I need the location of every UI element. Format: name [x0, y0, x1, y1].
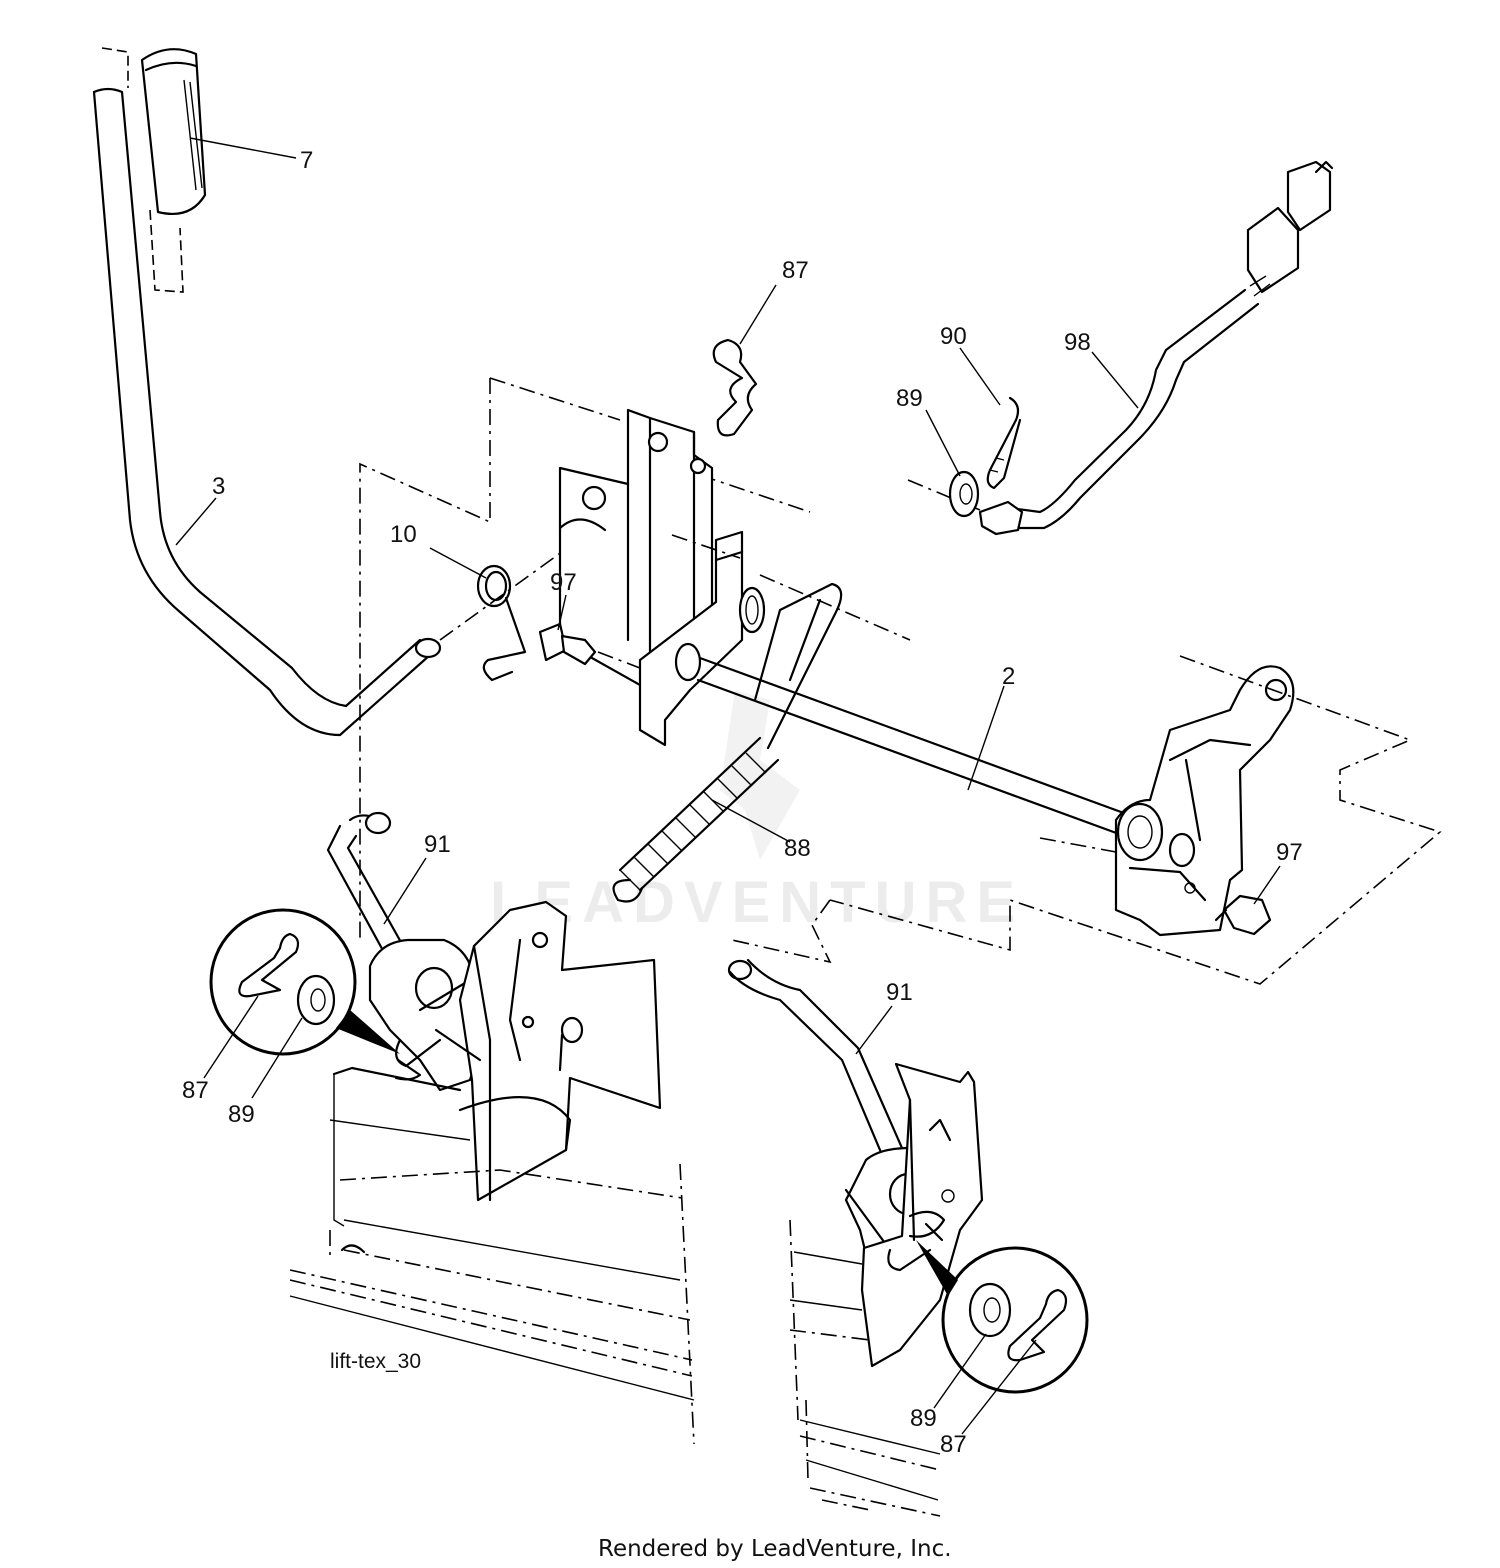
part-88-extension-spring: [612, 582, 843, 903]
part-98-link-rod: [907, 160, 1334, 536]
callout-88: 88: [784, 835, 811, 862]
callout-98: 98: [1064, 329, 1091, 356]
watermark: LEADVENTURE: [490, 690, 1024, 935]
callout-89-left: 89: [228, 1101, 255, 1128]
part-90-cotter-pin: [986, 396, 1022, 490]
callout-7: 7: [300, 147, 313, 174]
part-97-bolt-lower: [1214, 894, 1272, 936]
lift-bracket: [558, 408, 766, 747]
frame-outline-upper: [359, 377, 911, 940]
left-deck-panel: [289, 1066, 695, 1445]
callout-87-upper: 87: [782, 257, 809, 284]
callout-91-left: 91: [424, 831, 451, 858]
right-deck-panel: [789, 1219, 941, 1517]
right-bracket: [1114, 665, 1295, 937]
callout-10: 10: [390, 521, 417, 548]
watermark-text: LEADVENTURE: [490, 870, 1024, 935]
diagram-id: lift-tex_30: [330, 1350, 421, 1373]
frame-outline-lower: [731, 655, 1442, 985]
callout-89-upper: 89: [896, 385, 923, 412]
zoom-circle-left: [209, 908, 400, 1056]
part-89-washer-upper: [948, 470, 980, 518]
right-lower-assembly: [727, 958, 984, 1368]
part-87-clip-upper: [671, 338, 758, 559]
callout-87-left: 87: [182, 1077, 209, 1104]
left-lower-assembly: [326, 811, 662, 1202]
leader-lines: [175, 137, 1281, 1435]
part-3-lift-lever: [92, 87, 596, 737]
callout-3: 3: [212, 473, 225, 500]
part-97-bolt-upper: [538, 622, 641, 669]
zoom-circle-right: [916, 1240, 1089, 1394]
callout-89-right: 89: [910, 1405, 937, 1432]
callout-91-right: 91: [886, 979, 913, 1006]
callout-90: 90: [940, 323, 967, 350]
footer-credit: Rendered by LeadVenture, Inc.: [598, 1536, 952, 1562]
callout-2: 2: [1002, 663, 1015, 690]
part-10-spring: [476, 564, 527, 682]
part-2-shaft: [674, 642, 1152, 848]
callout-97-lower: 97: [1276, 839, 1303, 866]
part-7-grip: [101, 47, 207, 293]
callout-87-right: 87: [940, 1431, 967, 1458]
callout-97-upper: 97: [550, 569, 577, 596]
callout-labels: 7 3 10 97 87 90 89 98 2 88 91 97 91 87 8…: [182, 147, 1303, 1458]
